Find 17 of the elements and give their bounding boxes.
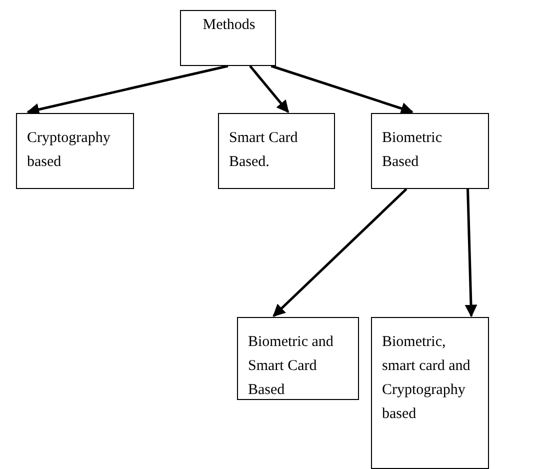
box-label: Biometric, smart card and Cryptography based bbox=[382, 333, 472, 424]
arrow bbox=[249, 65, 290, 113]
arrow bbox=[464, 188, 478, 318]
process-box bbox=[237, 317, 359, 400]
arrow bbox=[26, 64, 228, 116]
box-label: Cryptography based bbox=[27, 129, 112, 172]
process-box bbox=[180, 10, 276, 66]
box-label: Biometric Based bbox=[382, 129, 443, 172]
arrow bbox=[272, 188, 408, 317]
box-label: Methods bbox=[202, 16, 256, 35]
arrow bbox=[270, 64, 414, 114]
process-box bbox=[16, 113, 134, 189]
process-box bbox=[371, 317, 489, 469]
box-label: Smart Card Based. bbox=[229, 129, 299, 172]
process-box bbox=[371, 113, 489, 189]
box-label: Biometric and Smart Card Based bbox=[248, 333, 334, 400]
process-box bbox=[218, 113, 335, 189]
